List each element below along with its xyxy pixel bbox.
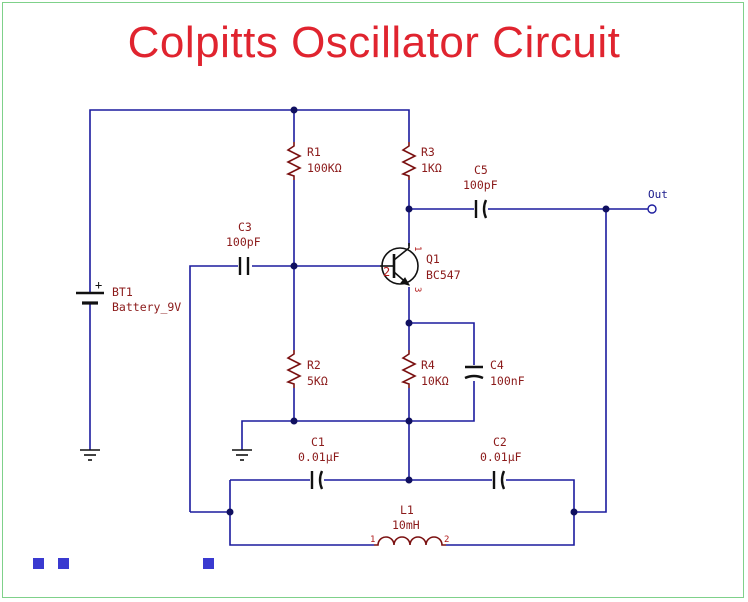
resistor-r3: R3 1KΩ [400, 142, 442, 180]
junction [405, 205, 413, 213]
c2-ref: C2 [493, 435, 507, 449]
l1-pin1: 1 [370, 535, 375, 545]
c1-value: 0.01µF [298, 450, 340, 464]
inductor-l1: 1 2 L1 10mH [370, 503, 449, 546]
l1-ref: L1 [400, 503, 414, 517]
c2-value: 0.01µF [480, 450, 522, 464]
ground-symbol-battery [80, 449, 100, 461]
wires [89, 109, 648, 546]
decorative-squares [33, 558, 214, 569]
r3-value: 1KΩ [421, 161, 442, 175]
bt1-ref: BT1 [112, 285, 133, 299]
capacitor-c4: C4 100nF [464, 358, 525, 388]
junction [405, 476, 413, 484]
junction [602, 205, 610, 213]
output-label: Out [648, 188, 668, 201]
r3-ref: R3 [421, 145, 435, 159]
junction [290, 106, 298, 114]
junction [290, 262, 298, 270]
c5-ref: C5 [474, 163, 488, 177]
wire-l1-left [229, 480, 374, 546]
c3-ref: C3 [238, 220, 252, 234]
resistor-r4: R4 10KΩ [400, 350, 449, 388]
capacitor-c5: C5 100pF [463, 163, 498, 219]
wire-feedback-right [574, 209, 607, 513]
junction [290, 417, 298, 425]
q1-pin-base: 2 [383, 265, 390, 279]
wire-c2-right [446, 479, 575, 546]
junction [570, 508, 578, 516]
l1-pin2: 2 [444, 535, 449, 545]
junction [405, 319, 413, 327]
l1-value: 10mH [392, 518, 420, 532]
q1-ref: Q1 [426, 252, 440, 266]
capacitor-c1: C1 0.01µF [298, 435, 340, 490]
wire-top-rail [89, 109, 410, 293]
junctions [226, 106, 610, 516]
r4-ref: R4 [421, 358, 435, 372]
q1-pin-collector: 1 [412, 246, 422, 251]
q1-pin-emitter: 3 [412, 287, 422, 292]
c1-ref: C1 [311, 435, 325, 449]
bt1-value: Battery_9V [112, 300, 181, 314]
r4-value: 10KΩ [421, 374, 449, 388]
wire-c4-top [409, 322, 475, 365]
wire-ground-rail [241, 381, 475, 450]
emitter-arrow [400, 277, 411, 286]
transistor-q1: 2 1 3 Q1 BC547 [380, 243, 461, 292]
c4-ref: C4 [490, 358, 504, 372]
q1-value: BC547 [426, 268, 461, 282]
ground-symbol-circuit [232, 449, 252, 461]
r1-value: 100KΩ [307, 161, 342, 175]
c4-value: 100nF [490, 374, 525, 388]
capacitor-c2: C2 0.01µF [480, 435, 522, 490]
r2-ref: R2 [307, 358, 321, 372]
bt1-plus: + [95, 278, 102, 292]
capacitor-c3: C3 100pF [226, 220, 261, 275]
output-terminal: Out [647, 188, 668, 214]
wire-c3-left [189, 265, 238, 512]
resistor-r1: R1 100KΩ [285, 142, 342, 180]
c5-value: 100pF [463, 178, 498, 192]
junction [226, 508, 234, 516]
battery-bt1: + BT1 Battery_9V [76, 278, 181, 314]
c3-value: 100pF [226, 235, 261, 249]
resistor-r2: R2 5KΩ [285, 350, 328, 388]
junction [405, 417, 413, 425]
r2-value: 5KΩ [307, 374, 328, 388]
r1-ref: R1 [307, 145, 321, 159]
diagram-title: Colpitts Oscillator Circuit [127, 18, 621, 67]
